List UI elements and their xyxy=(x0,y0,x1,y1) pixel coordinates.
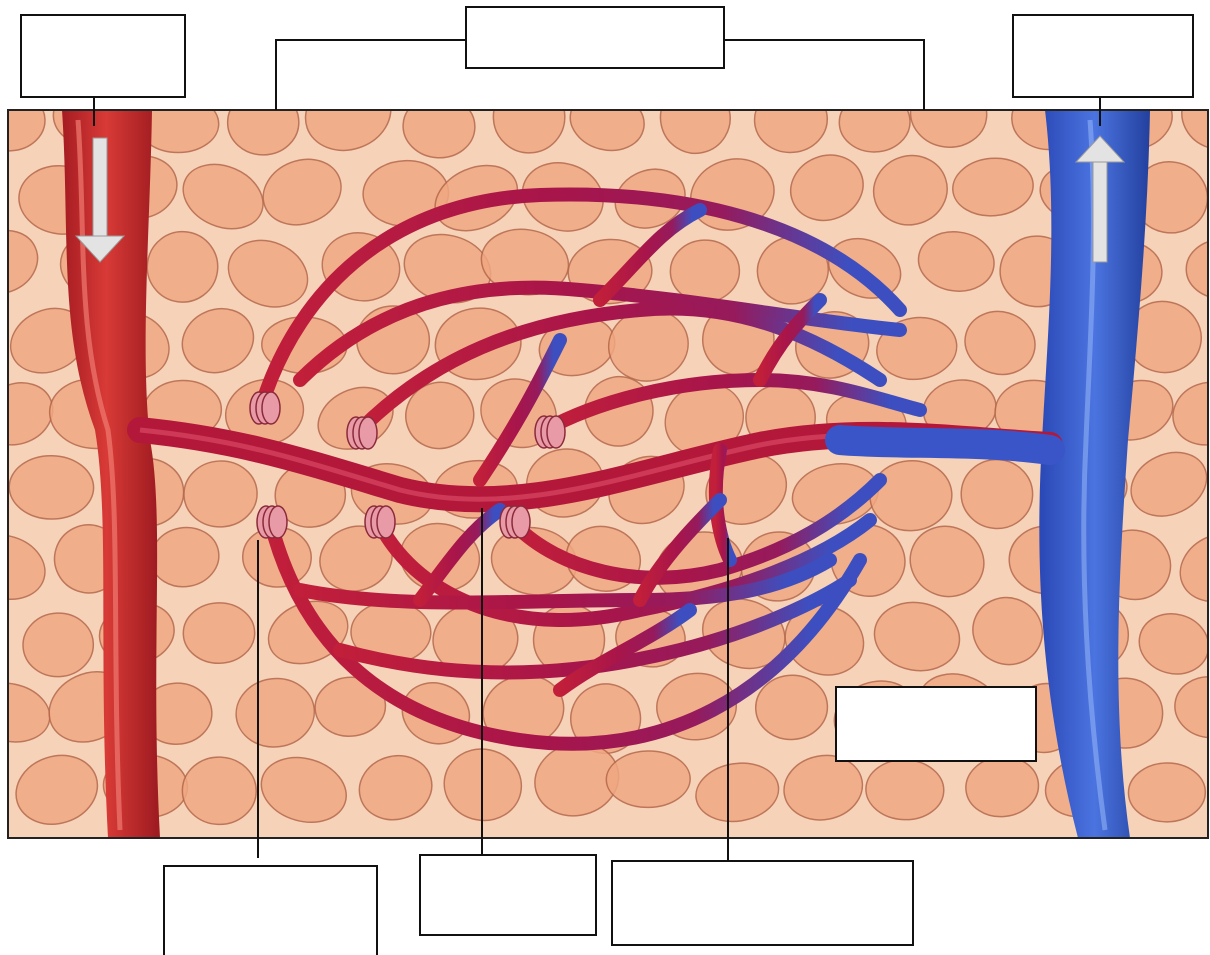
tissue-cell xyxy=(1128,762,1206,822)
tissue-cell xyxy=(183,602,255,664)
tissue-cell xyxy=(9,455,94,520)
precapillary-sphincter xyxy=(347,417,377,449)
precapillary-sphincter xyxy=(250,392,280,424)
tissue-cell xyxy=(227,89,299,155)
leader-top-center-right xyxy=(724,40,924,110)
label-box-bottom-center[interactable] xyxy=(419,854,597,936)
label-box-top-left[interactable] xyxy=(20,14,186,98)
tissue-cell xyxy=(606,750,691,808)
label-box-bottom-right[interactable] xyxy=(611,860,914,946)
precapillary-sphincter xyxy=(535,416,565,448)
precapillary-sphincter xyxy=(365,506,395,538)
label-box-top-center[interactable] xyxy=(465,6,725,69)
precapillary-sphincter xyxy=(257,506,287,538)
label-box-top-right[interactable] xyxy=(1012,14,1194,98)
precapillary-sphincter xyxy=(500,506,530,538)
label-box-inset-right[interactable] xyxy=(835,686,1037,762)
leader-top-center-left xyxy=(276,40,465,110)
label-box-bottom-left[interactable] xyxy=(163,865,378,955)
